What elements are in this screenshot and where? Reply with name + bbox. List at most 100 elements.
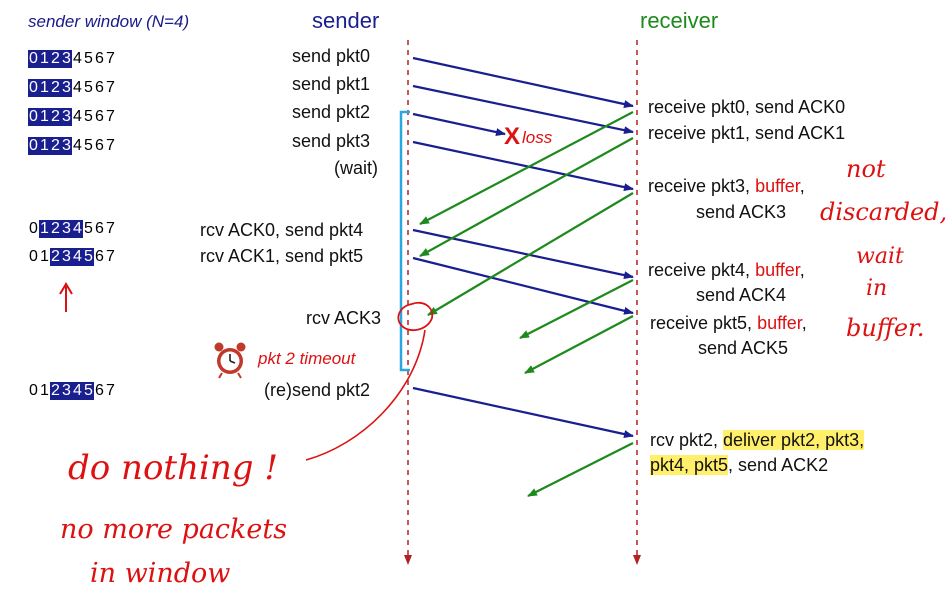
buffer-word: buffer <box>755 176 800 196</box>
sender-window-title: sender window (N=4) <box>28 12 190 31</box>
seq-number: 0 <box>28 79 39 97</box>
seq-number: 1 <box>39 220 50 238</box>
sender-header: sender <box>312 8 380 33</box>
seq-number: 3 <box>61 79 72 97</box>
timeout-label: pkt 2 timeout <box>258 349 356 368</box>
seq-number: 7 <box>106 220 115 237</box>
ack4-arrow <box>519 279 634 339</box>
wait-label: (wait) <box>334 158 378 178</box>
seq-number: 0 <box>29 248 38 265</box>
handwritten-discarded: discarded, <box>820 198 946 226</box>
seq-number: 3 <box>61 220 72 238</box>
seq-number: 7 <box>106 108 115 125</box>
rcv-ack0-label: rcv ACK0, send pkt4 <box>200 220 364 240</box>
pkt3-arrow <box>412 140 634 192</box>
seq-number: 4 <box>73 108 82 125</box>
rcv-pkt2-line2: pkt4, pkt5, send ACK2 <box>650 455 829 475</box>
seq-number: 4 <box>73 50 82 67</box>
seq-number: 1 <box>39 50 50 68</box>
buffer-word: buffer <box>755 260 800 280</box>
seq-number: 0 <box>29 220 38 237</box>
handwritten-in-window: in window <box>90 558 231 589</box>
seq-number: 3 <box>61 248 72 266</box>
receive-pkt1-label: receive pkt1, send ACK1 <box>648 123 846 143</box>
ack0-arrow <box>419 111 634 225</box>
pkt0-arrow <box>412 56 634 108</box>
seq-number: 5 <box>84 108 93 125</box>
loss-x-mark: X <box>504 123 521 150</box>
up-arrow-mark <box>59 282 73 312</box>
seq-number: 3 <box>61 50 72 68</box>
handwritten-not: not <box>846 155 886 183</box>
seq-number: 6 <box>95 79 104 96</box>
handwritten-no-more: no more packets <box>60 514 288 545</box>
deliver-highlight: deliver pkt2, pkt3, <box>723 430 865 450</box>
seq-number: 1 <box>40 248 49 265</box>
pkt4-arrow <box>412 228 634 280</box>
buffer-word: buffer <box>757 313 802 333</box>
seq-number: 1 <box>39 137 50 155</box>
ack5-arrow <box>524 315 634 374</box>
seq-number: 1 <box>39 108 50 126</box>
seq-number: 4 <box>72 248 83 266</box>
seq-number: 2 <box>50 137 61 155</box>
seq-number: 4 <box>73 137 82 154</box>
alarm-clock-icon <box>214 342 246 379</box>
deliver-highlight: pkt4, pkt5 <box>650 455 729 475</box>
resend-pkt2-label: (re)send pkt2 <box>264 380 371 400</box>
seq-number: 4 <box>73 79 82 96</box>
seq-number: 0 <box>28 137 39 155</box>
rcv-pkt2-line1: rcv pkt2, deliver pkt2, pkt3, <box>650 430 865 450</box>
receive-pkt4-label: receive pkt4, buffer, <box>648 260 805 280</box>
pkt5-arrow <box>412 256 634 315</box>
send-ack4-label: send ACK4 <box>696 285 787 305</box>
handwritten-do-nothing: do nothing ! <box>68 448 278 488</box>
timer-bracket <box>399 110 410 372</box>
seq-number: 5 <box>84 220 93 237</box>
seq-number: 2 <box>50 382 61 400</box>
handwritten-buffer: buffer. <box>846 314 925 342</box>
rcv-ack1-label: rcv ACK1, send pkt5 <box>200 246 364 266</box>
receiver-header: receiver <box>640 8 719 33</box>
send-pkt0-label: send pkt0 <box>292 46 371 66</box>
seq-number: 3 <box>61 382 72 400</box>
seq-number: 2 <box>50 220 61 238</box>
send-pkt3-label: send pkt3 <box>292 131 371 151</box>
seq-number: 6 <box>95 220 104 237</box>
seq-number: 5 <box>84 79 93 96</box>
rcv-ack3-label: rcv ACK3 <box>306 308 382 328</box>
seq-number: 1 <box>39 79 50 97</box>
seq-number: 7 <box>106 137 115 154</box>
receive-pkt3-label: receive pkt3, buffer, <box>648 176 805 196</box>
loss-label: loss <box>522 128 553 147</box>
seq-number: 0 <box>28 50 39 68</box>
seq-number: 6 <box>95 50 104 67</box>
rcv-ack3-circle <box>397 301 434 332</box>
seq-number: 4 <box>72 220 83 238</box>
seq-number: 5 <box>84 50 93 67</box>
seq-number: 5 <box>83 248 94 266</box>
receive-pkt5-label: receive pkt5, buffer, <box>650 313 807 333</box>
seq-number: 2 <box>50 248 61 266</box>
ack1-arrow <box>419 137 634 257</box>
seq-number: 7 <box>106 248 115 265</box>
seq-number: 6 <box>95 382 104 399</box>
seq-number: 7 <box>106 79 115 96</box>
seq-number: 6 <box>95 248 104 265</box>
ack3-arrow <box>427 192 634 316</box>
seq-number: 0 <box>29 382 38 399</box>
seq-number: 1 <box>40 382 49 399</box>
seq-number: 2 <box>50 108 61 126</box>
seq-number: 6 <box>95 137 104 154</box>
seq-number: 0 <box>28 108 39 126</box>
receive-pkt0-label: receive pkt0, send ACK0 <box>648 97 846 117</box>
seq-number: 6 <box>95 108 104 125</box>
pkt1-arrow <box>412 84 634 135</box>
